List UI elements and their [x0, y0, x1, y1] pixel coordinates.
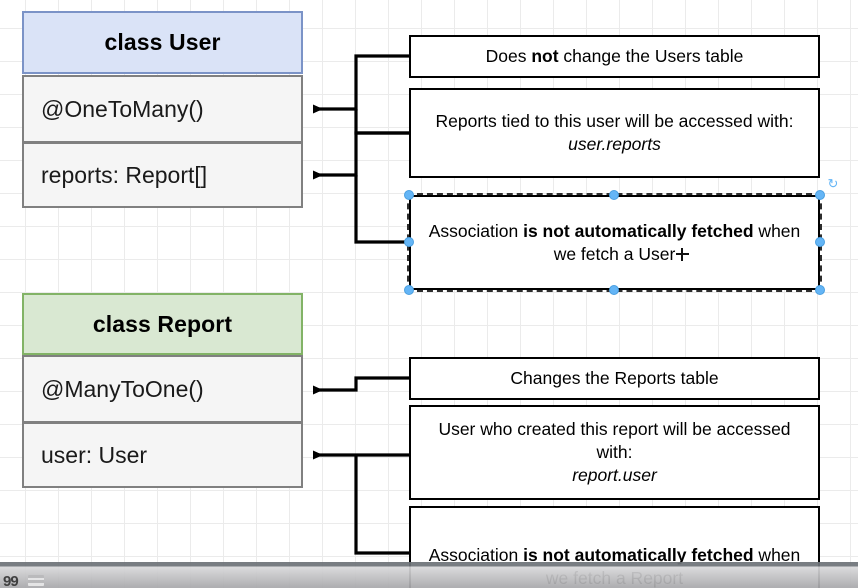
uml-class-user-row-1[interactable]: reports: Report[] [22, 142, 303, 208]
selection-handle-middle-right[interactable] [815, 237, 825, 247]
rotate-icon[interactable]: ↻ [827, 176, 839, 191]
connector-report-manytoone [313, 376, 409, 395]
uml-class-report-title: class Report [92, 310, 233, 337]
connector-user-reports-note2 [354, 109, 409, 135]
note-text-emphasis: is not automatically fetched [523, 544, 754, 565]
connector-user-onetomany [313, 54, 409, 114]
uml-class-user-row-1-label: reports: Report[] [41, 161, 208, 188]
selection-handle-middle-left[interactable] [404, 237, 414, 247]
note-reports-accessed-with[interactable]: Reports tied to this user will be access… [409, 88, 820, 178]
selection-handle-top-left[interactable] [404, 190, 414, 200]
note-text-part: when we fetch a User [553, 220, 801, 264]
dock-list-icon [28, 575, 44, 586]
note-text-code: user.reports [568, 134, 661, 154]
note-text-part: Changes the Reports table [510, 368, 719, 389]
note-text: Does not change the Users table [486, 45, 744, 68]
note-text-emphasis: not [531, 46, 559, 67]
uml-class-report-header: class Report [22, 293, 303, 355]
note-text-code: report.user [572, 464, 657, 485]
selection-handle-bottom-right[interactable] [815, 285, 825, 295]
uml-class-user-row-0-label: @OneToMany() [41, 95, 204, 122]
note-does-not-change-users-table[interactable]: Does not change the Users table [409, 35, 820, 78]
note-text: Changes the Reports table [510, 367, 718, 390]
uml-class-user-header: class User [22, 11, 303, 74]
uml-class-user-title: class User [104, 29, 221, 55]
note-text: Reports tied to this user will be access… [436, 110, 794, 156]
note-text-part: Association [428, 220, 524, 241]
bottom-overlay-bar [0, 562, 858, 588]
uml-class-report-row-1-label: user: User [41, 441, 148, 468]
note-text: Association is not automatically fetched… [419, 220, 810, 266]
note-user-accessed-with[interactable]: User who created this report will be acc… [409, 405, 820, 500]
mouse-cursor [676, 248, 689, 261]
note-text-part: Reports tied to this user will be access… [435, 111, 794, 132]
selection-handle-bottom-left[interactable] [404, 285, 414, 295]
dock-partial-glyph: 99 [3, 573, 19, 588]
note-text-emphasis: is not automatically fetched [523, 220, 754, 241]
note-text: User who created this report will be acc… [419, 418, 810, 486]
uml-class-report-row-1[interactable]: user: User [22, 422, 303, 488]
uml-class-report-row-0[interactable]: @ManyToOne() [22, 355, 303, 423]
selection-handle-top-center[interactable] [609, 190, 619, 200]
uml-class-user-row-0[interactable]: @OneToMany() [22, 75, 303, 143]
note-text-part: Association [428, 544, 524, 565]
note-text-part: change the Users table [558, 46, 744, 67]
note-changes-reports-table[interactable]: Changes the Reports table [409, 357, 820, 400]
note-text-part: Does [485, 46, 532, 67]
connector-user-reports [313, 131, 409, 180]
selection-handle-bottom-center[interactable] [609, 285, 619, 295]
selection-handle-top-right[interactable] [815, 190, 825, 200]
note-user-association-not-fetched[interactable]: Association is not automatically fetched… [407, 193, 822, 292]
connector-report-user-branch [354, 455, 409, 555]
note-text-part: User who created this report will be acc… [438, 419, 791, 463]
uml-class-report-row-0-label: @ManyToOne() [41, 375, 204, 402]
connector-user-reports-branch [354, 175, 409, 244]
